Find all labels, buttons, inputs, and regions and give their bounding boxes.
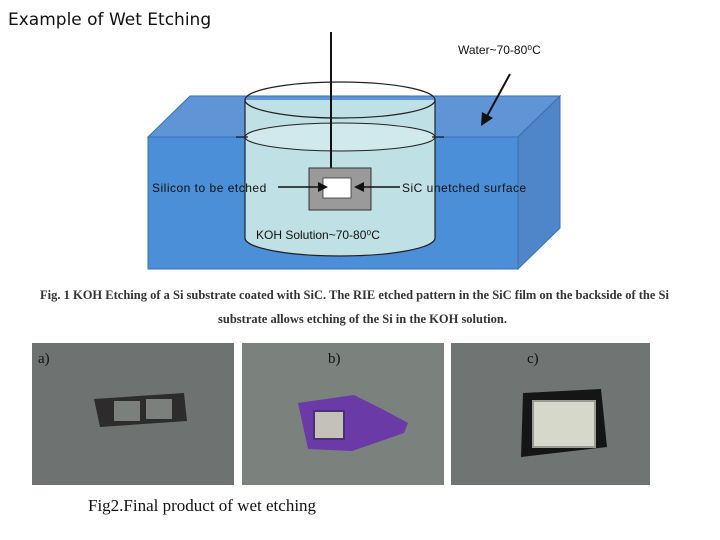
photo-a-label: a) — [38, 351, 50, 367]
sic-arrowhead — [354, 182, 364, 192]
photo-a: a) — [32, 343, 234, 485]
koh-label: KOH Solution~70-80⁰C — [256, 228, 380, 242]
silicon-label: Silicon to be etched — [152, 181, 267, 195]
wet-etching-diagram: Water~70-80⁰C Silicon to be etched SiC u… — [146, 32, 562, 271]
fig1-caption: Fig. 1 KOH Etching of a Si substrate coa… — [30, 283, 695, 331]
fig1-caption-line1: Fig. 1 KOH Etching of a Si substrate coa… — [40, 288, 669, 302]
water-arrowhead — [481, 112, 493, 126]
fig1-caption-line2: substrate allows etching of the Si in th… — [218, 312, 507, 326]
fig2-caption: Fig2.Final product of wet etching — [88, 496, 317, 515]
water-label: Water~70-80⁰C — [458, 43, 541, 57]
water-arrow — [485, 73, 511, 119]
silicon-arrowhead — [318, 182, 328, 192]
sic-label: SiC unetched surface — [402, 181, 527, 195]
photo-a-sample — [32, 343, 234, 485]
photo-c: c) — [451, 343, 650, 485]
sic-window — [322, 177, 352, 199]
photo-b-sample — [242, 343, 444, 485]
slide-title: Example of Wet Etching — [8, 10, 212, 30]
solution-surface — [244, 122, 436, 152]
photo-c-sample — [451, 343, 650, 485]
photo-b: b) — [242, 343, 444, 485]
beaker-rim — [244, 81, 436, 119]
photo-c-label: c) — [527, 351, 539, 367]
photo-b-label: b) — [328, 351, 341, 367]
